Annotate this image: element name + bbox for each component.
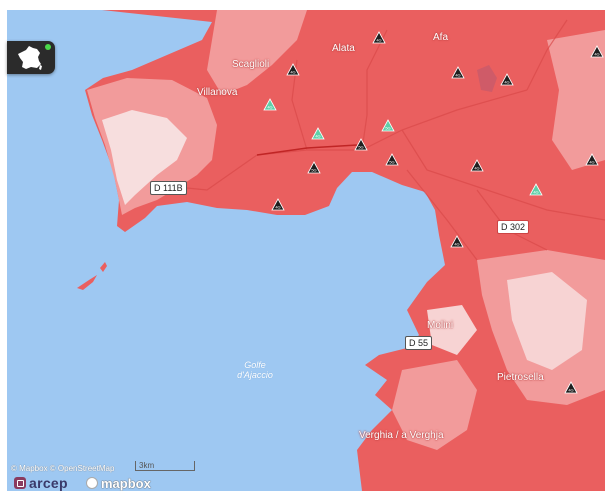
antenna-icon: 4G (564, 381, 578, 394)
antenna-badge: 4G (533, 190, 538, 195)
road-shield-d302: D 302 (497, 220, 530, 234)
lake (477, 65, 497, 92)
territory-selector-button[interactable] (7, 41, 55, 74)
place-label-alata: Alata (332, 43, 355, 54)
antenna-badge: 4G (474, 166, 479, 171)
coverage-medium-south (392, 360, 477, 450)
place-label-scaglioli: Scaglioli (232, 59, 270, 70)
mapbox-logo[interactable]: mapbox (86, 475, 151, 491)
antenna-badge: 4G (594, 52, 599, 57)
coverage-medium-north (207, 10, 307, 95)
antenna-badge: 4G (454, 242, 459, 247)
water-label-golfe: Golfe d'Ajaccio (225, 360, 285, 380)
road-shield-d55: D 55 (405, 336, 433, 350)
antenna-icon: 4G (286, 63, 300, 76)
antenna-icon: 4G (311, 127, 325, 140)
antenna-badge: 4G (589, 160, 594, 165)
antenna-icon: 5G (381, 119, 395, 132)
antenna-badge: 4G (504, 80, 509, 85)
antenna-icon: 4G (590, 45, 604, 58)
antenna-icon: 4G (451, 66, 465, 79)
antenna-icon: 4G (450, 235, 464, 248)
arcep-logo: arcep (14, 475, 68, 491)
road-shield-d111b: D 111B (150, 181, 187, 195)
place-label-verghia: Verghia / a Verghja (359, 430, 444, 441)
coverage-low-west (102, 110, 187, 205)
mapbox-logo-text: mapbox (101, 475, 151, 491)
antenna-badge: 4G (275, 205, 280, 210)
mapbox-logo-icon (86, 477, 98, 489)
antenna-badge: 4G (315, 134, 320, 139)
arcep-logo-icon (14, 477, 26, 489)
coverage-medium-east (547, 30, 605, 170)
antenna-badge: 5G (385, 126, 390, 131)
france-map-icon (18, 46, 42, 70)
scale-label: 3km (139, 461, 155, 470)
island-2 (100, 262, 107, 272)
antenna-badge: 4G (267, 105, 272, 110)
antenna-icon: 4G (585, 153, 599, 166)
antenna-badge: 5G (311, 168, 316, 173)
map-attribution[interactable]: © Mapbox © OpenStreetMap (11, 464, 115, 473)
antenna-icon: 5G (385, 153, 399, 166)
coverage-map[interactable]: Alata Afa Scaglioli Villanova Molini Pie… (7, 10, 605, 491)
map-base-layer (77, 10, 605, 491)
scale-bar: 3km (135, 461, 195, 471)
place-label-afa: Afa (433, 32, 449, 43)
road-highlight (256, 144, 358, 156)
antenna-badge: 5G (358, 145, 363, 150)
antenna-icon: 5G (354, 138, 368, 151)
antenna-icon: 5G (307, 161, 321, 174)
antenna-badge: 4G (568, 388, 573, 393)
antenna-badge: 5G (389, 160, 394, 165)
antenna-icon: 4G (529, 183, 543, 196)
coverage-low-southeast (507, 272, 587, 370)
place-label-molini: Molini (427, 320, 454, 331)
place-label-pietrosella: Pietrosella (497, 372, 544, 383)
water-label-line-2: d'Ajaccio (237, 370, 273, 380)
coverage-low-molini (427, 305, 477, 355)
antenna-badge: 4G (290, 70, 295, 75)
antenna-icon: 4G (263, 98, 277, 111)
antenna-icon: 4G (271, 198, 285, 211)
antenna-badge: 4G (455, 73, 460, 78)
antenna-icon: 4G (500, 73, 514, 86)
island-1 (77, 275, 97, 290)
antenna-badge: 4G (376, 38, 381, 43)
arcep-logo-text: arcep (29, 475, 68, 491)
water-label-line-1: Golfe (244, 360, 266, 370)
place-label-villanova: Villanova (197, 87, 238, 98)
status-indicator (45, 44, 51, 50)
antenna-icon: 4G (372, 31, 386, 44)
antenna-icon: 4G (470, 159, 484, 172)
